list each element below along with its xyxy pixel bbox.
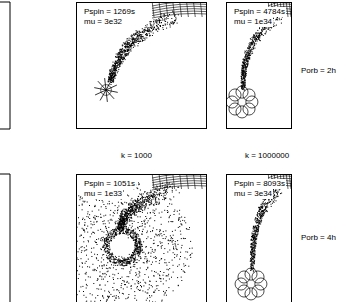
panel-art — [76, 174, 207, 302]
spin-period: Pspin = 8093s — [233, 179, 286, 189]
magnetic-moment: mu = 3e32 — [83, 17, 123, 27]
magnetic-moment: mu = 1e34 — [233, 17, 273, 27]
plot-panel: Pspin = 8093smu = 3e34 — [226, 174, 292, 302]
spin-period: Pspin = 4784s — [233, 7, 286, 17]
plot-panel: Pspin = 4784smu = 1e34 — [226, 2, 292, 129]
magnetic-moment: mu = 3e34 — [233, 189, 273, 199]
plot-panel: Pspin = 1269smu = 3e32 — [76, 2, 207, 129]
cut-panels — [0, 2, 10, 302]
spin-period: Pspin = 1269s — [83, 7, 136, 17]
parameter-label: k = 1000 — [120, 151, 153, 161]
parameter-label: k = 1000000 — [244, 151, 290, 161]
plot-panel: Pspin = 1051smu = 1e33 — [76, 174, 207, 302]
parameter-label: Porb = 2h — [300, 66, 337, 76]
panel-art — [226, 2, 292, 118]
parameter-label: Porb = 4h — [300, 233, 337, 243]
spin-period: Pspin = 1051s — [83, 179, 136, 189]
magnetic-moment: mu = 1e33 — [83, 189, 123, 199]
